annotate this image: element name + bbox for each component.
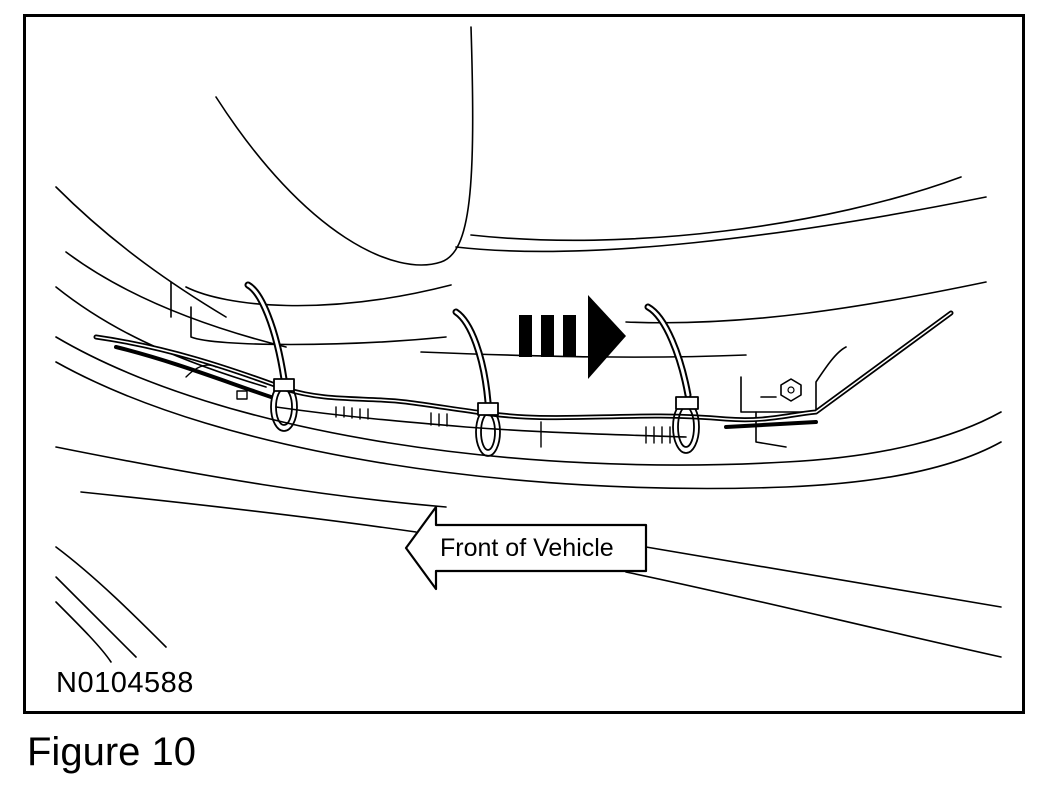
cable-tie-3 bbox=[644, 303, 700, 454]
front-of-vehicle-label: Front of Vehicle bbox=[440, 534, 614, 562]
harness-routing-illustration: Front of Vehicle bbox=[55, 26, 1002, 663]
figure-caption: Figure 10 bbox=[27, 730, 196, 774]
front-of-vehicle-arrow: Front of Vehicle bbox=[404, 505, 648, 591]
body-panel-lines bbox=[55, 26, 987, 388]
cable-tie-1 bbox=[244, 281, 298, 432]
figure-reference-id: N0104588 bbox=[56, 667, 194, 699]
movement-arrow bbox=[519, 295, 626, 379]
mounting-bracket bbox=[740, 346, 847, 448]
cable-tie-2 bbox=[452, 308, 501, 457]
wiring-harness bbox=[93, 310, 954, 448]
figure-frame: Front of Vehicle N0104588 bbox=[23, 14, 1025, 714]
body-lower-lines bbox=[55, 336, 1002, 663]
